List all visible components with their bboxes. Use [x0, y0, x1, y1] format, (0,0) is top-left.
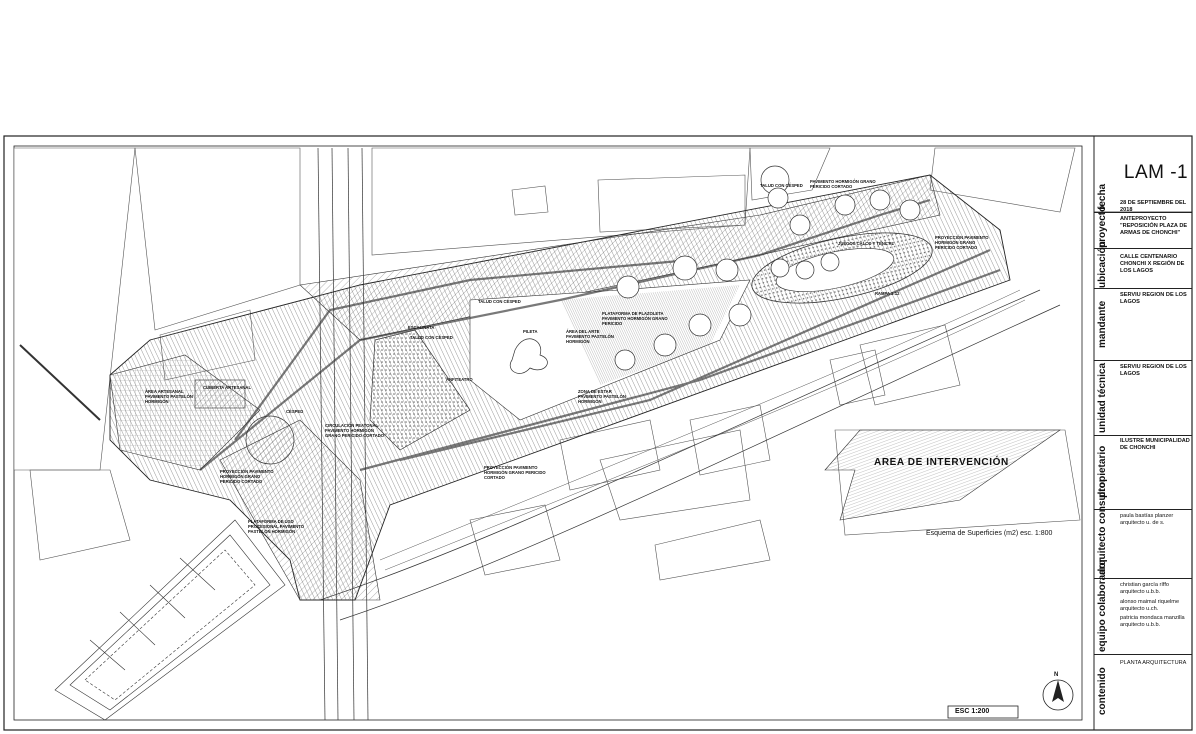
tb-row-mandante	[1094, 288, 1192, 289]
label-area-arte-left: ÁREA ARTESANAL PAVIMENTO PASTELÓN HORMIG…	[145, 389, 193, 404]
tb-unidad-value: SERVIU REGION DE LOS LAGOS	[1120, 364, 1187, 377]
sheet-date: 28 DE SEPTIEMBRE DEL 2018	[1120, 200, 1187, 213]
pileta	[510, 338, 548, 374]
surrounding-buildings	[13, 147, 1081, 581]
label-talud-center: TALUD CON CÉSPED	[478, 299, 521, 304]
anfiteatro	[369, 329, 471, 451]
tb-row-ubicacion	[1094, 248, 1192, 249]
tb-row-proyecto	[1094, 212, 1192, 213]
tb-mandante-label: mandante	[1097, 300, 1108, 348]
label-zona-estar: ZONA DE ESTAR PAVIMENTO PASTELÓN HORMIGÓ…	[578, 389, 626, 404]
oval-inner	[775, 248, 895, 292]
tb-mandante-value: SERVIU REGION DE LOS LAGOS	[1120, 292, 1187, 305]
tb-equipo-3: patricia mondaca manzilla arquitecto u.b…	[1120, 615, 1185, 628]
tb-unidad-label: unidad técnica	[1097, 363, 1108, 434]
tb-row-equipo	[1094, 578, 1192, 579]
tb-contenido-value: PLANTA ARQUITECTURA	[1120, 660, 1187, 666]
church-building	[54, 519, 286, 721]
label-juegos: JUEGOS CALCO Y TENCTIL	[838, 241, 895, 246]
north-label: N	[1054, 672, 1059, 678]
trees	[614, 165, 921, 371]
tb-row-arquitecto	[1094, 509, 1192, 510]
label-talud-cesped-trees: TALUD CON CÉSPED	[760, 183, 803, 188]
label-plataforma-procesional: PLATAFORMA DE USO PROCESIONAL PAVIMENTO …	[248, 519, 304, 534]
label-proyeccion-bottom: PROYECCIÓN PAVIMENTO HORMIGÓN GRANO PERI…	[484, 465, 546, 480]
tb-ubicacion-label: ubicación	[1097, 241, 1108, 288]
tb-contenido-label: contenido	[1097, 667, 1108, 715]
label-rampa: RAMPA 1:12	[875, 291, 900, 296]
schema-label: Esquema de Superficies (m2) esc. 1:800	[926, 530, 1053, 537]
label-talud-left: TALUD CON CÉSPED	[410, 335, 453, 340]
tb-row-propietario	[1094, 435, 1192, 436]
cesped-circle	[245, 415, 295, 465]
cubierta-artesanal	[194, 379, 246, 409]
scale-box	[947, 705, 1019, 719]
label-cubierta: CUBIERTA ARTESANAL	[203, 385, 251, 390]
tb-row-contenido	[1094, 654, 1192, 655]
label-circulacion: CIRCULACIÓN PEATONAL PAVIMENTO HORMIGÓN …	[325, 423, 385, 438]
label-proyeccion-left: PROYECCIÓN PAVIMENTO HORMIGÓN GRANO PERI…	[220, 469, 274, 484]
tb-equipo-label: equipo colaborador	[1097, 558, 1108, 652]
tb-equipo-1: christian garcía ríffo arquitecto u.b.b.	[1120, 582, 1170, 595]
tb-propietario-value: ILUSTRE MUNICIPALIDAD DE CHONCHI	[1120, 438, 1190, 451]
label-plataforma: PLATAFORMA DE PLAZOLETA PAVIMENTO HORMIG…	[602, 311, 668, 326]
tb-ubicacion-value: CALLE CENTENARIO CHONCHI X REGIÓN DE LOS…	[1120, 254, 1185, 274]
label-proyeccion-right: PROYECCIÓN PAVIMENTO HORMIGÓN GRANO PERI…	[935, 235, 989, 250]
walkways	[199, 198, 1001, 472]
contours	[379, 289, 1026, 571]
area-intervencion-label: AREA DE INTERVENCIÓN	[874, 457, 1009, 468]
central-hatch	[560, 285, 740, 385]
north-arrow-icon	[1052, 680, 1064, 702]
label-escalinata: ESCALINATA	[408, 325, 435, 330]
label-pavimento-top: PAVIMENTO HORMIGÓN GRANO PERICIDO CORTAD…	[810, 179, 876, 189]
area-intervencion-shape	[824, 429, 1061, 521]
sheet-code: LAM -1	[1123, 162, 1189, 183]
label-pileta: PILETA	[523, 329, 538, 334]
label-cesped: CÉSPED	[286, 409, 304, 414]
tb-equipo-2: alonso maimal riquelme arquitecto u.ch.	[1120, 599, 1180, 612]
tb-arquitecto-value: paula bastías planzer arquitecto u. de s…	[1120, 513, 1174, 526]
label-anfiteatro: ANFITEATRO	[446, 377, 473, 382]
scale-label: ESC 1:200	[955, 708, 990, 715]
tb-row-unidad	[1094, 360, 1192, 361]
tb-proyecto-value: ANTEPROYECTO "REPOSICIÓN PLAZA DE ARMAS …	[1120, 216, 1188, 236]
sheet-border	[3, 135, 1193, 731]
label-area-arte: ÁREA DEL ARTE PAVIMENTO PASTELÓN HORMIGÓ…	[566, 329, 614, 344]
